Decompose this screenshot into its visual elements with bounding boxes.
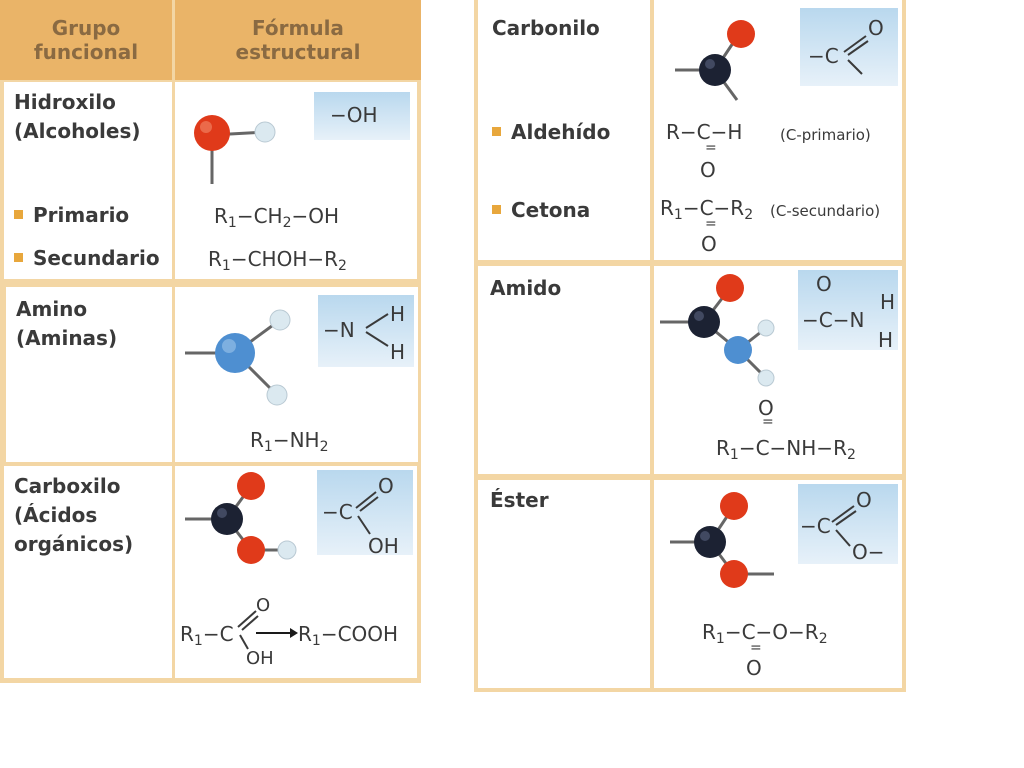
ketone-oxygen: O	[701, 232, 717, 256]
amino-badge-bonds	[365, 313, 389, 347]
ketone-formula: R1−C−R2	[660, 196, 754, 223]
carboxyl-badge	[317, 470, 413, 555]
aldehyde-oxygen-bond: =	[705, 140, 717, 156]
hydroxyl-name: Hidroxilo(Alcoholes)	[14, 90, 141, 143]
ketone-oxygen-bond: =	[705, 216, 717, 232]
amide-badge-h2: H	[878, 328, 894, 352]
carboxyl-name-cell	[4, 466, 172, 678]
carbonyl-molecule-icon	[675, 20, 755, 101]
amino-name: Amino(Aminas)	[16, 297, 118, 350]
amide-oxygen-bond: =	[762, 414, 774, 430]
amino-molecule-icon	[185, 309, 291, 406]
amide-badge-o: O	[816, 272, 832, 296]
ketone-note: (C-secundario)	[770, 202, 881, 220]
carboxyl-formula-o: O	[256, 595, 271, 616]
hydroxyl-badge	[314, 92, 410, 140]
ester-oxygen-bond: =	[750, 640, 762, 656]
bullet-icon	[14, 210, 23, 219]
hydroxyl-primary-label: Primario	[14, 203, 129, 227]
carbonyl-badge-c: −C	[808, 44, 839, 68]
ester-badge-c: −C	[800, 514, 831, 538]
ester-badge-bonds	[831, 505, 857, 547]
ester-formula: R1−C−O−R2	[702, 620, 828, 647]
amino-formula: R1−NH2	[250, 428, 329, 455]
carbonyl-badge	[800, 8, 898, 86]
bullet-icon	[14, 253, 23, 262]
amide-oxygen: O	[758, 396, 774, 420]
amino-name-cell	[6, 287, 172, 462]
ester-name: Éster	[490, 488, 549, 512]
amino-badge	[318, 295, 414, 367]
ester-badge-o2: O−	[852, 540, 885, 564]
amide-badge	[798, 270, 898, 350]
carboxyl-formula-right: R1−COOH	[298, 622, 399, 649]
aldehyde-oxygen: O	[700, 158, 716, 182]
amino-badge-h2: H	[390, 340, 406, 364]
header-formula: Fórmula estructural	[175, 0, 421, 80]
carboxyl-formula-oh: OH	[246, 648, 274, 669]
carbonyl-name: Carbonilo	[492, 16, 600, 40]
aldehyde-label: Aldehído	[492, 120, 610, 144]
amide-formula: R1−C−NH−R2	[716, 436, 856, 463]
carboxyl-molecule-icon	[185, 472, 297, 564]
amide-molecule-icon	[660, 274, 775, 387]
ester-badge	[798, 484, 898, 564]
amino-badge-n: −N	[323, 318, 355, 342]
carboxyl-formula-left: R1−C	[180, 622, 234, 649]
carboxyl-badge-o: O	[378, 474, 394, 498]
ketone-label: Cetona	[492, 198, 590, 222]
carbonyl-badge-o: O	[868, 16, 884, 40]
ester-badge-o: O	[856, 488, 872, 512]
hydroxyl-badge-text: −OH	[330, 103, 378, 127]
aldehyde-note: (C-primario)	[780, 126, 871, 144]
carbonyl-badge-bonds	[843, 35, 869, 75]
carboxyl-badge-c: −C	[322, 500, 353, 524]
bullet-icon	[492, 127, 501, 136]
amino-badge-h1: H	[390, 302, 406, 326]
carboxyl-formula-arrow	[237, 610, 298, 650]
hydroxyl-molecule-icon	[194, 115, 276, 184]
hydroxyl-secondary-formula: R1−CHOH−R2	[208, 247, 347, 274]
hydroxyl-name-cell	[4, 82, 172, 279]
bullet-icon	[492, 205, 501, 214]
amide-badge-h1: H	[880, 290, 896, 314]
ester-name-cell	[478, 480, 650, 688]
amide-name-cell	[478, 266, 650, 474]
carboxyl-badge-oh: OH	[368, 534, 399, 558]
amide-badge-c: −C−N	[802, 308, 865, 332]
amide-name: Amido	[490, 276, 562, 300]
aldehyde-formula: R−C−H	[666, 120, 743, 144]
carboxyl-badge-bonds	[355, 491, 379, 535]
ester-molecule-icon	[670, 492, 774, 588]
ester-oxygen: O	[746, 656, 762, 680]
header-group: Grupo funcional	[0, 0, 172, 80]
carbonyl-name-cell	[478, 0, 650, 260]
hydroxyl-primary-formula: R1−CH2−OH	[214, 204, 340, 231]
hydroxyl-secondary-label: Secundario	[14, 246, 160, 270]
